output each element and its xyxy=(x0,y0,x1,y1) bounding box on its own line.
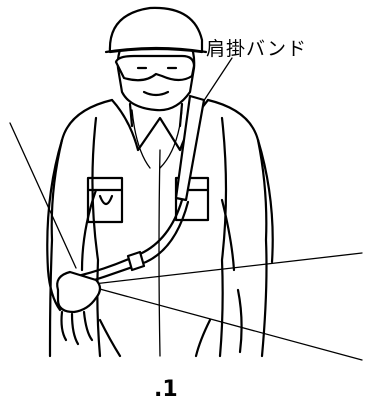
shoulder-band-strap xyxy=(174,94,206,202)
leader-line-right-lower xyxy=(84,284,363,361)
left-arm xyxy=(46,138,98,312)
hand-with-nozzle xyxy=(56,270,102,314)
coverall-body xyxy=(48,98,268,358)
leader-line-right-upper xyxy=(84,252,363,286)
lanyard-cord xyxy=(131,109,183,169)
goggles xyxy=(114,54,196,82)
helmet xyxy=(108,6,204,54)
right-arm xyxy=(220,138,274,272)
left-chest-pocket xyxy=(86,176,124,224)
hand-fingers xyxy=(60,310,94,346)
mouth xyxy=(142,90,170,97)
shoulder-band-label: 肩掛バンド xyxy=(206,38,307,60)
leader-line-band xyxy=(202,57,233,103)
hose-coupling xyxy=(126,250,146,272)
coverall-lower-details xyxy=(98,288,243,358)
coverall-zipper xyxy=(158,149,161,357)
breathing-hose xyxy=(76,198,190,286)
helmet-brim xyxy=(104,46,208,54)
leader-line-left xyxy=(9,122,77,269)
figure-number: .1 xyxy=(154,377,178,402)
